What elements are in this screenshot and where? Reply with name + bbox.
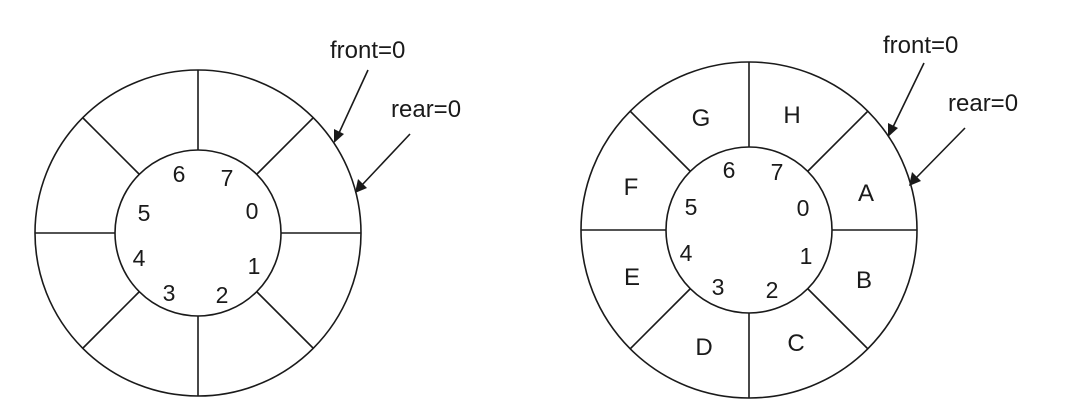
right-front-arrowhead [888,123,898,137]
right-divider-sw [629,288,691,350]
left-rear-label: rear=0 [391,96,461,123]
right-index-7: 7 [771,159,784,185]
right-queue-ring: 0 1 2 3 4 5 6 7 A B C D E F G H front=0 … [580,32,1018,399]
left-front-arrow [338,69,369,134]
right-divider-ne [807,110,869,172]
right-index-4: 4 [680,240,693,266]
right-divider-se [807,288,869,350]
left-divider-se [256,291,314,349]
right-divider-nw [629,110,691,172]
right-index-2: 2 [766,277,779,303]
left-divider-nw [82,117,140,175]
right-index-6: 6 [723,157,736,183]
left-divider-ne [256,117,314,175]
right-rear-arrowhead [909,172,921,186]
left-index-3: 3 [163,280,176,306]
left-rear-arrowhead [355,179,367,193]
right-rear-label: rear=0 [948,90,1018,117]
right-slot-f: F [624,174,639,201]
right-slot-g: G [692,105,711,132]
right-index-3: 3 [712,274,725,300]
right-slot-a: A [858,180,874,207]
right-front-arrow [892,62,925,128]
right-index-5: 5 [685,194,698,220]
right-front-label: front=0 [883,32,958,59]
left-index-2: 2 [216,282,229,308]
left-queue-ring: 0 1 2 3 4 5 6 7 front=0 rear=0 [34,37,461,397]
right-slot-c: C [787,330,804,357]
right-slot-b: B [856,267,872,294]
left-index-7: 7 [221,165,234,191]
left-index-5: 5 [138,200,151,226]
left-index-4: 4 [133,245,146,271]
left-rear-arrow [361,133,411,186]
right-inner-circle [665,146,833,314]
right-slot-e: E [624,264,640,291]
left-index-1: 1 [248,253,261,279]
right-index-0: 0 [797,195,810,221]
left-inner-circle [114,149,282,317]
left-front-arrowhead [334,129,344,143]
left-index-6: 6 [173,161,186,187]
right-slot-d: D [695,334,712,361]
right-rear-arrow [915,127,966,179]
left-divider-sw [82,291,140,349]
right-index-1: 1 [800,243,813,269]
left-front-label: front=0 [330,37,405,64]
left-index-0: 0 [246,198,259,224]
right-slot-h: H [783,102,800,129]
